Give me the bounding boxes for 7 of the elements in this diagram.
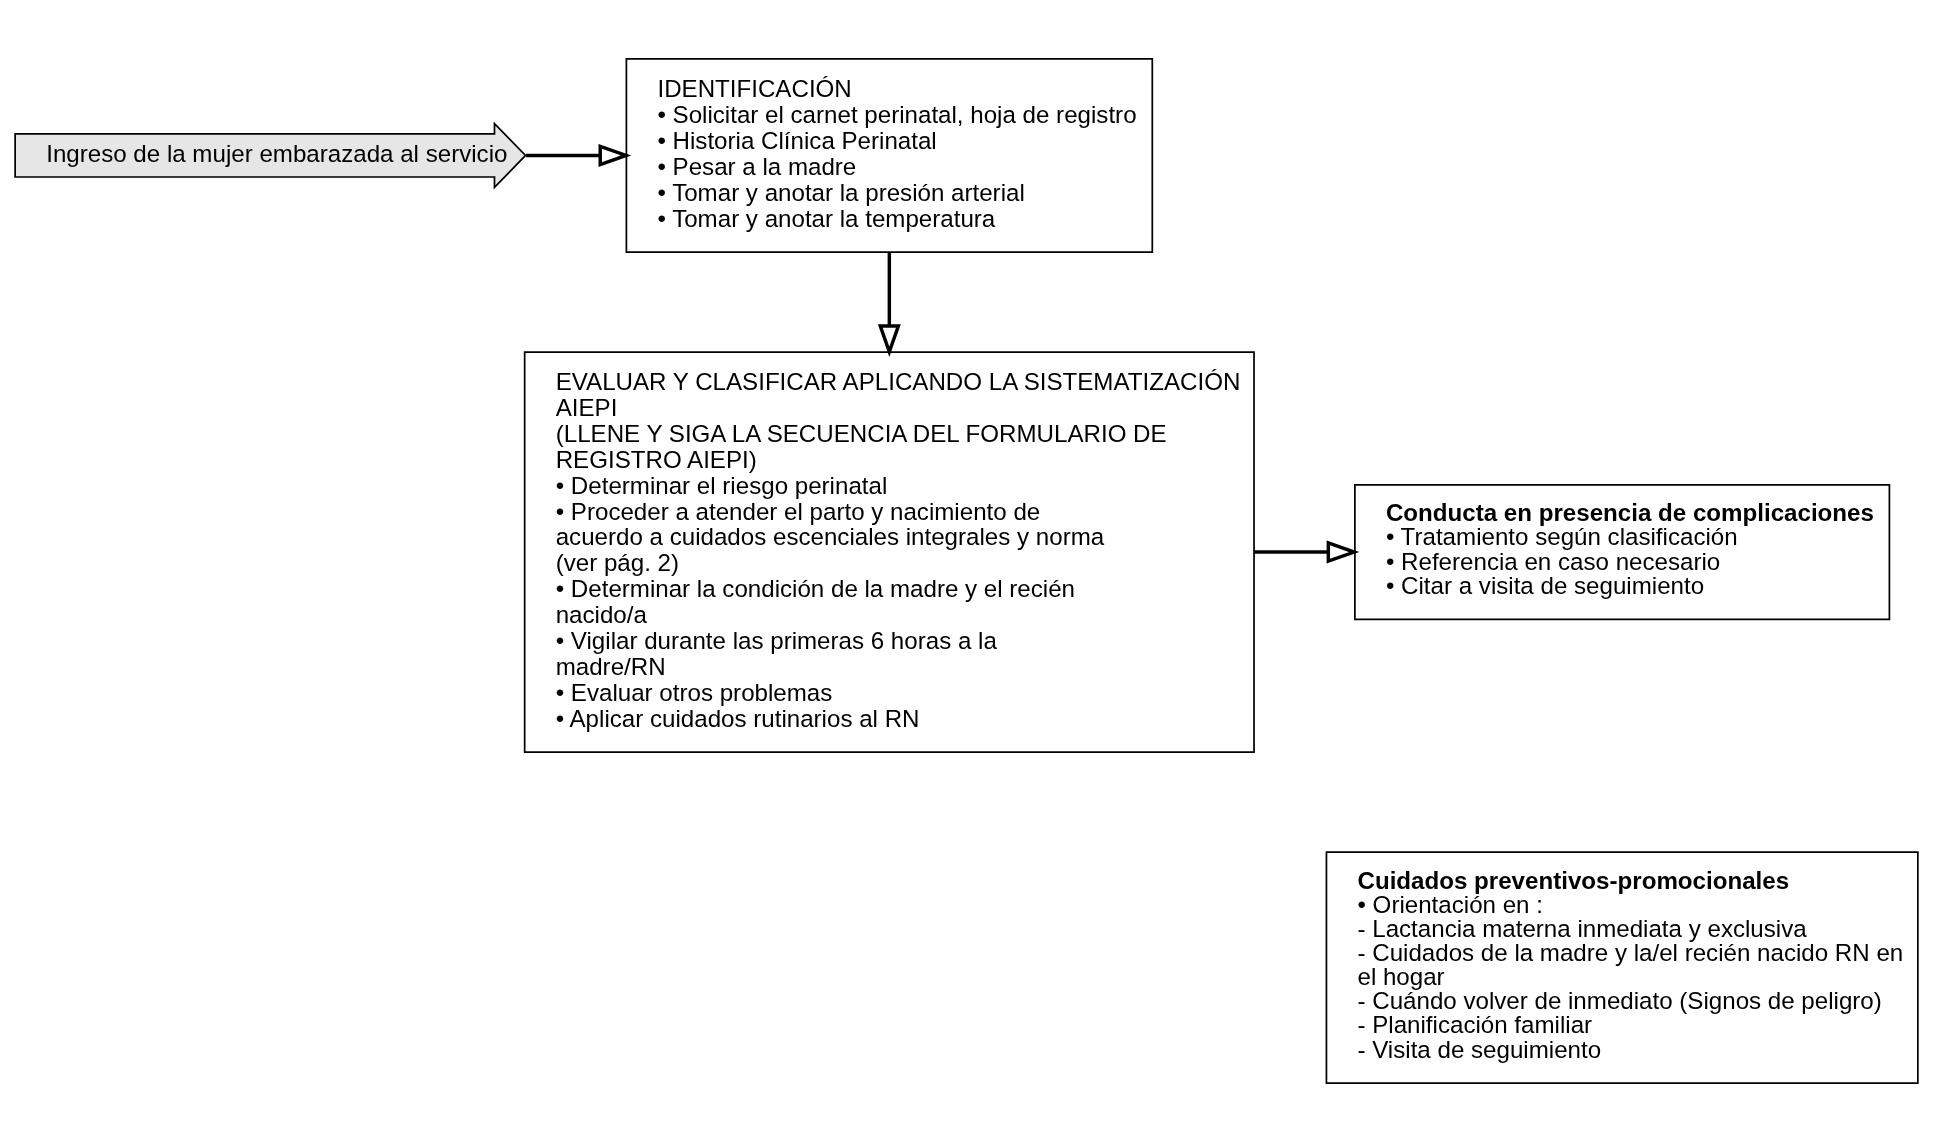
node-box: IDENTIFICACIÓN • Solicitar el carnet perinatal, hoja de registro • Historia Clínica Perinatal • Pesar a la madre • Tomar y anotar la presión arterial • Tomar y anotar la temperatura [625,57,1154,253]
node-box: Cuidados preventivos-promocionales • Orientación en : - Lactancia materna inmediata y exclusiva - Cuidados de la madre y la/el recién nacido RN en el hogar - Cuándo volver de inmediato (Signos de peligro) - Planificación familiar - Visita de seguimiento [1325,850,1919,1084]
arrow [526,143,632,167]
node-box: Conducta en presencia de complicaciones • Tratamiento según clasificación • Referencia en caso necesario • Citar a visita de seguimiento [1354,483,1891,620]
node-box: EVALUAR Y CLASIFICAR APLICANDO LA SISTEMATIZACIÓN AIEPI (LLENE Y SIGA LA SECUENCIA DEL FORMULARIO DE REGISTRO AIEPI) • Determinar el riesgo perinatal • Proceder a atender el parto y nacimiento de acuerdo a cuidados escenciales integrales y norma (ver pág. 2) • Determinar la condición de la madre y el recién nacido/a • Vigilar durante las primeras 6 horas a la madre/RN • Evaluar otros problemas • Aplicar cuidados rutinarios al RN [523,350,1255,753]
arrow [1254,540,1360,564]
arrow [877,251,901,357]
